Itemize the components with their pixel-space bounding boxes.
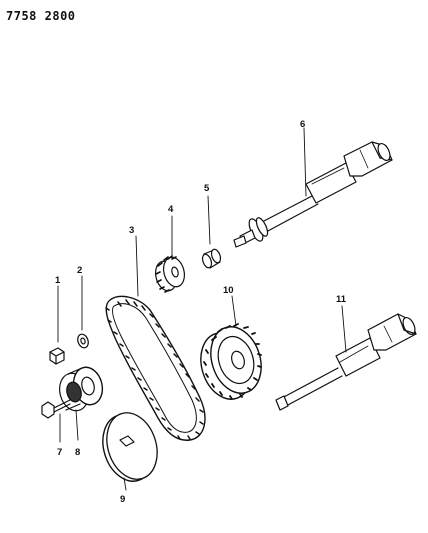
callout-5: 5 bbox=[204, 183, 210, 194]
callout-6: 6 bbox=[300, 119, 305, 130]
lower-shaft bbox=[275, 305, 417, 411]
tensioner-pulley bbox=[59, 366, 104, 441]
callout-10: 10 bbox=[223, 285, 234, 296]
callout-11: 11 bbox=[336, 294, 347, 305]
upper-shaft bbox=[233, 127, 393, 248]
timing-belt bbox=[105, 235, 206, 441]
cover-plate bbox=[102, 412, 158, 491]
large-sprocket bbox=[200, 295, 262, 400]
callout-8: 8 bbox=[75, 447, 80, 458]
callout-4: 4 bbox=[168, 204, 174, 215]
callout-3: 3 bbox=[129, 225, 134, 236]
bolt bbox=[49, 285, 65, 365]
callout-2: 2 bbox=[77, 265, 82, 276]
small-sprocket bbox=[154, 215, 186, 293]
callout-9: 9 bbox=[120, 494, 125, 505]
spacer-collar bbox=[201, 195, 222, 269]
document-number: 7758 2800 bbox=[6, 9, 76, 23]
callout-1: 1 bbox=[55, 275, 61, 286]
pulley-bolt bbox=[41, 399, 71, 443]
callout-7: 7 bbox=[57, 447, 62, 458]
washer bbox=[77, 275, 89, 349]
